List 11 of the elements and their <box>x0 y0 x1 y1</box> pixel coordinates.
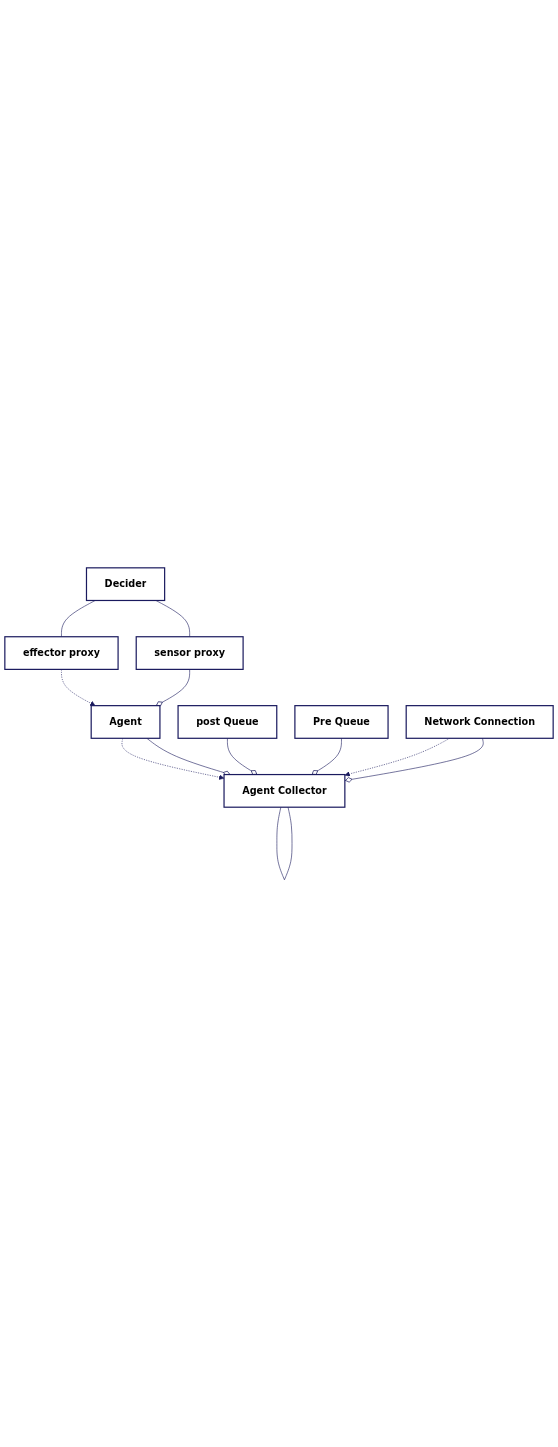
connector <box>155 599 190 637</box>
connector <box>61 599 96 637</box>
node-box: sensor proxy <box>135 635 244 670</box>
node-box: Pre Queue <box>294 704 389 739</box>
connector <box>276 806 293 880</box>
node-box: Agent Collector <box>223 773 346 808</box>
node-box: Agent <box>90 704 161 739</box>
node-box: effector proxy <box>4 635 119 670</box>
node-box: Decider <box>85 566 166 601</box>
node-box: post Queue <box>177 704 278 739</box>
node-box: Network Connection <box>405 704 554 739</box>
